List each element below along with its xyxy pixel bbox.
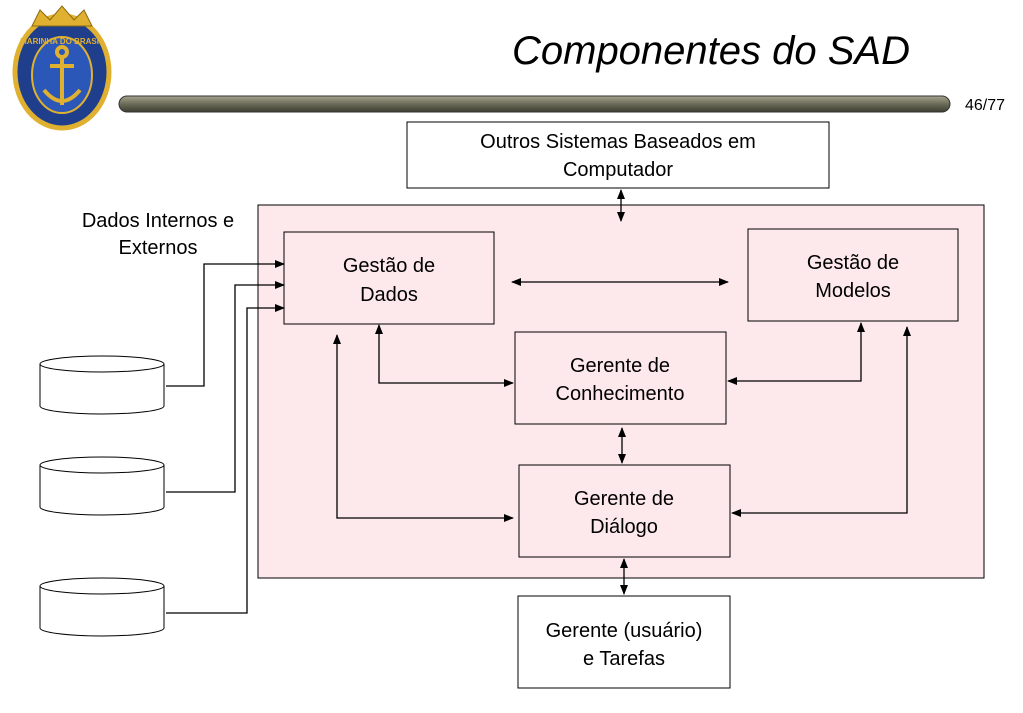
dados-internos-line2: Externos [119, 237, 198, 259]
database-icon [39, 355, 165, 415]
box-gerente-usuario [517, 595, 731, 689]
page-title: Componentes do SAD [512, 29, 910, 73]
box-gerente-dialogo [518, 464, 731, 558]
database-icon [39, 456, 165, 516]
page-number: 46/77 [965, 97, 1005, 114]
connector-db2-dados [166, 281, 285, 493]
database-icon [39, 577, 165, 637]
header-bar [118, 95, 951, 113]
box-outros-sistemas [406, 121, 830, 189]
logo-text: MARINHA DO BRASIL [20, 37, 104, 46]
connector-dialogo-modelos [731, 326, 911, 517]
gerente-conhecimento-line1: Gerente de [570, 355, 670, 377]
navy-logo: MARINHA DO BRASIL [12, 5, 112, 131]
gerente-dialogo-line1: Gerente de [574, 488, 674, 510]
connector-db3-dados [166, 304, 285, 614]
box-gestao-modelos [747, 228, 959, 322]
dados-internos-line1: Dados Internos e [82, 210, 234, 232]
gestao-dados-line2: Dados [360, 284, 418, 306]
box-gerente-conhecimento [514, 331, 727, 425]
outros-sistemas-line2: Computador [563, 159, 673, 181]
connector-db1-dados [166, 260, 285, 387]
gerente-dialogo-line2: Diálogo [590, 516, 658, 538]
gerente-usuario-line1: Gerente (usuário) [546, 620, 703, 642]
outros-sistemas-line1: Outros Sistemas Baseados em [480, 131, 756, 153]
box-gestao-dados [283, 231, 495, 325]
gestao-modelos-line1: Gestão de [807, 252, 899, 274]
gerente-conhecimento-line2: Conhecimento [556, 383, 685, 405]
anchor-icon [42, 45, 82, 105]
gestao-modelos-line2: Modelos [815, 280, 891, 302]
gerente-usuario-line2: e Tarefas [583, 648, 665, 670]
connector-dados-dialogo [333, 334, 514, 522]
gestao-dados-line1: Gestão de [343, 255, 435, 277]
